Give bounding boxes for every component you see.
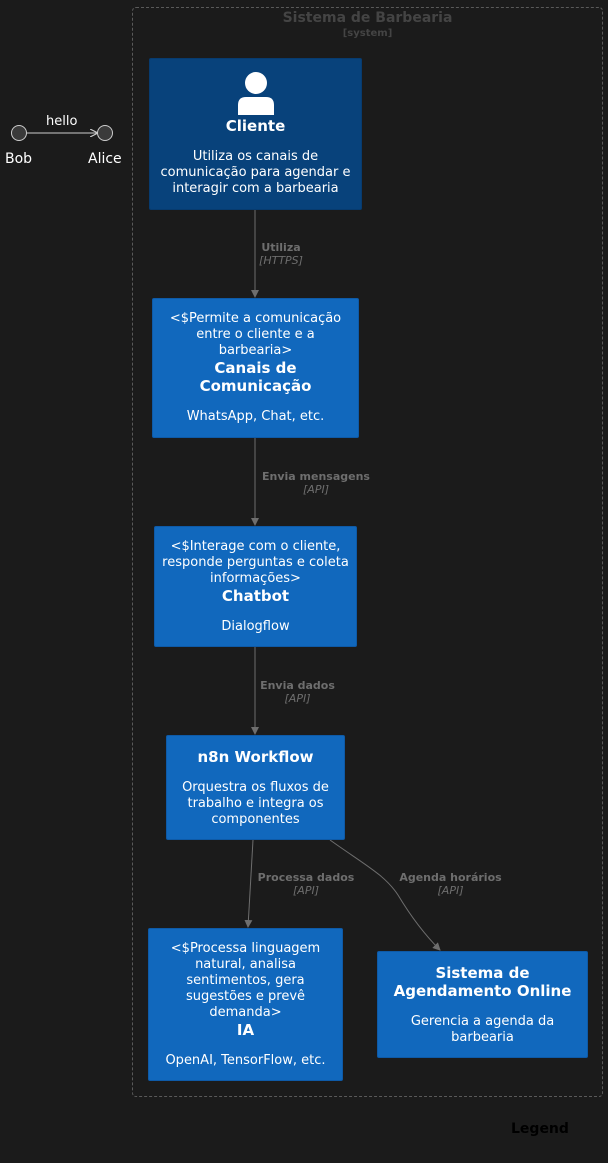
- edge-agenda-horarios-label: Agenda horários [API]: [388, 871, 513, 897]
- agendamento-name: Sistema de Agendamento Online: [393, 963, 572, 1000]
- edge-utiliza-label: Utiliza [HTTPS]: [240, 241, 322, 267]
- canais-name: Canais de Comunicação: [199, 359, 312, 395]
- edge-envia-dados-label: Envia dados [API]: [250, 679, 345, 705]
- edge-envia-dados-tech: [API]: [284, 692, 311, 705]
- person-icon: [237, 72, 274, 115]
- alice-actor-label: Alice: [88, 151, 122, 167]
- edge-processa-dados-tech: [API]: [293, 884, 319, 897]
- cliente-node[interactable]: Cliente Utiliza os canais de comunicação…: [149, 58, 362, 210]
- edge-utiliza-tech: [HTTPS]: [259, 254, 303, 267]
- cliente-description: Utiliza os canais de comunicação para ag…: [160, 149, 351, 196]
- ia-stereotype: <$Processa linguagem natural, analisa se…: [170, 940, 321, 1020]
- ia-node[interactable]: <$Processa linguagem natural, analisa se…: [148, 928, 343, 1081]
- ia-description: OpenAI, TensorFlow, etc.: [165, 1052, 326, 1068]
- chatbot-description: Dialogflow: [221, 618, 290, 634]
- hello-message-label: hello: [46, 114, 78, 129]
- chatbot-name: Chatbot: [221, 586, 290, 605]
- ia-name: IA: [236, 1020, 255, 1039]
- edge-envia-mensagens-label: Envia mensagens [API]: [250, 470, 382, 496]
- n8n-node[interactable]: n8n Workflow Orquestra os fluxos de trab…: [166, 735, 345, 840]
- edge-envia-mensagens-tech: [API]: [303, 483, 329, 496]
- edge-utiliza-text: Utiliza: [261, 241, 301, 254]
- n8n-name: n8n Workflow: [197, 747, 314, 766]
- chatbot-node[interactable]: <$Interage com o cliente, responde pergu…: [154, 526, 357, 647]
- legend-title: Legend: [511, 1121, 569, 1137]
- edge-processa-dados-text: Processa dados: [257, 871, 355, 884]
- canais-description: WhatsApp, Chat, etc.: [186, 409, 325, 424]
- n8n-description: Orquestra os fluxos de trabalho e integr…: [182, 779, 329, 827]
- boundary-title: Sistema de Barbearia: [282, 10, 453, 26]
- edge-agenda-horarios-tech: [API]: [437, 884, 464, 897]
- system-boundary: Sistema de Barbearia [system]: [132, 7, 603, 1097]
- boundary-type: [system]: [342, 28, 393, 39]
- bob-actor-label: Bob: [5, 151, 33, 167]
- edge-agenda-horarios-text: Agenda horários: [399, 871, 502, 884]
- bob-lifeline-dot: [11, 125, 27, 141]
- canais-stereotype: <$Permite a comunicação entre o cliente …: [169, 311, 342, 358]
- alice-lifeline-dot: [97, 125, 113, 141]
- cliente-name: Cliente: [225, 117, 286, 135]
- canais-node[interactable]: <$Permite a comunicação entre o cliente …: [152, 298, 359, 438]
- agendamento-node[interactable]: Sistema de Agendamento Online Gerencia a…: [377, 951, 588, 1058]
- edge-processa-dados-label: Processa dados [API]: [246, 871, 366, 897]
- agendamento-description: Gerencia a agenda da barbearia: [410, 1013, 555, 1045]
- chatbot-stereotype: <$Interage com o cliente, responde pergu…: [162, 538, 349, 586]
- edge-envia-dados-text: Envia dados: [260, 679, 335, 692]
- edge-envia-mensagens-text: Envia mensagens: [262, 470, 370, 483]
